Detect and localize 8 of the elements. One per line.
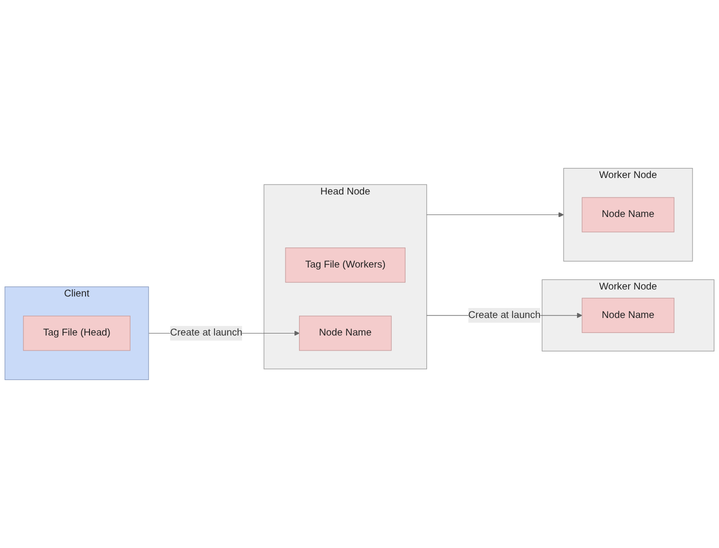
arrow [426, 212, 564, 218]
node-box: Tag File (Head) [23, 316, 130, 351]
node-box: Node Name [582, 298, 674, 333]
edge-label: Create at launch [468, 310, 541, 320]
node-box: Node Name [299, 316, 392, 351]
edge-label: Create at launch [170, 328, 242, 338]
node-box: Node Name [582, 197, 674, 232]
node-box: Tag File (Workers) [285, 248, 406, 283]
